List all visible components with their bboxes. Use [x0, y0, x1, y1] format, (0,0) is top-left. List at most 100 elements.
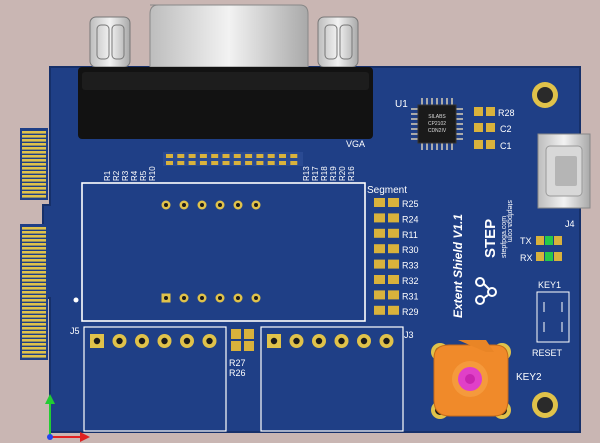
j3-outline [260, 326, 404, 432]
resistor-label: R33 [402, 261, 419, 271]
resistor-pad [211, 154, 219, 158]
edge-finger [22, 335, 46, 338]
edge-finger [22, 327, 46, 330]
chip-pin [421, 143, 423, 150]
chip-pin [411, 113, 418, 115]
brand-name: STEP [482, 219, 499, 258]
edge-finger [22, 283, 46, 286]
resistor-pad [233, 161, 241, 165]
reset-button-footprint [536, 291, 570, 343]
vga-mount-right [317, 16, 359, 68]
edge-finger [22, 267, 46, 270]
vga-shell [149, 4, 309, 68]
resistor-pad [199, 161, 207, 165]
pin-hole [182, 296, 186, 300]
pin-hole [138, 337, 146, 345]
resistor-label: R31 [402, 291, 419, 301]
j5-label: J5 [70, 326, 80, 336]
resistor-pad [279, 154, 286, 158]
resistor-pad [279, 161, 286, 165]
resistor-pad [188, 154, 196, 158]
chip-marking-2: CP2102 [428, 121, 446, 127]
rx-label: RX [520, 253, 533, 263]
pin-hole [200, 203, 204, 207]
pin-hole [200, 296, 204, 300]
cp2102-chip: SILABS CP2102 CDN2IV [411, 98, 463, 150]
edge-finger [22, 143, 46, 146]
resistor-label: R24 [402, 214, 419, 224]
edge-finger [22, 131, 46, 134]
edge-finger [22, 347, 46, 350]
r27-label: R27 [229, 358, 246, 368]
pin-hole [164, 203, 168, 207]
r27-r26-pads [231, 329, 254, 351]
pin-hole [93, 337, 101, 345]
cap-column: R28 C2 C1 [474, 107, 515, 151]
c1-label: C1 [500, 141, 512, 151]
resistor-pad [374, 290, 385, 300]
resistor-pad [388, 228, 399, 238]
reset-label: RESET [532, 348, 563, 358]
u1-label: U1 [395, 99, 408, 110]
edge-finger [22, 179, 46, 182]
resistor-pad [267, 154, 275, 158]
edge-connector-lower [20, 224, 48, 360]
chip-pin [411, 138, 418, 140]
chip-pin [456, 113, 463, 115]
mount-hole-bottom-right [532, 392, 558, 418]
resistor-pad [388, 275, 399, 284]
edge-connector-upper [20, 128, 48, 200]
pin-hole [338, 337, 345, 345]
pin-hole [383, 337, 390, 345]
edge-finger [22, 235, 46, 238]
resistor-pad [222, 161, 230, 165]
resistor-pad [256, 161, 264, 165]
edge-finger [22, 183, 46, 186]
pin-hole [315, 337, 323, 345]
j3-header-pins [267, 334, 394, 348]
resistor-label: R5 [139, 170, 148, 181]
j5-header-pins [90, 334, 217, 348]
resistor-pad [188, 161, 196, 165]
rx-led [536, 252, 562, 261]
edge-finger [22, 159, 46, 162]
r28-label: R28 [498, 108, 515, 118]
edge-finger [22, 139, 46, 142]
chip-pin [431, 143, 433, 150]
edge-finger [22, 135, 46, 138]
r26-label: R26 [229, 368, 246, 378]
resistor-pad [388, 259, 399, 269]
resistor-pad [245, 154, 253, 158]
edge-finger [22, 171, 46, 174]
edge-finger [22, 323, 46, 326]
board-title: Extent Shield V1.1 [451, 214, 465, 318]
resistor-pad [388, 244, 399, 254]
resistor-label: R2 [112, 170, 121, 181]
edge-finger [22, 307, 46, 310]
tx-led [536, 236, 562, 245]
pin-hole [218, 203, 222, 207]
resistor-pad [290, 154, 298, 158]
edge-finger [22, 355, 46, 358]
chip-pin [441, 143, 443, 150]
edge-finger [22, 191, 46, 194]
resistor-label: R29 [402, 307, 419, 317]
resistor-pad [374, 244, 385, 254]
vga-label: VGA [346, 139, 365, 149]
resistor-pad [222, 154, 230, 158]
edge-finger [22, 351, 46, 354]
resistor-label: R19 [329, 166, 338, 181]
edge-finger [22, 195, 46, 198]
pin-hole [236, 203, 240, 207]
brand-url: stepfpga.com [506, 200, 513, 242]
resistor-pad [166, 154, 173, 158]
j4-label: J4 [565, 219, 575, 229]
vga-mount-left [89, 16, 131, 68]
micro-usb-connector [537, 133, 591, 209]
edge-finger [22, 287, 46, 290]
resistor-pad [374, 198, 385, 207]
chip-pin [411, 108, 418, 110]
